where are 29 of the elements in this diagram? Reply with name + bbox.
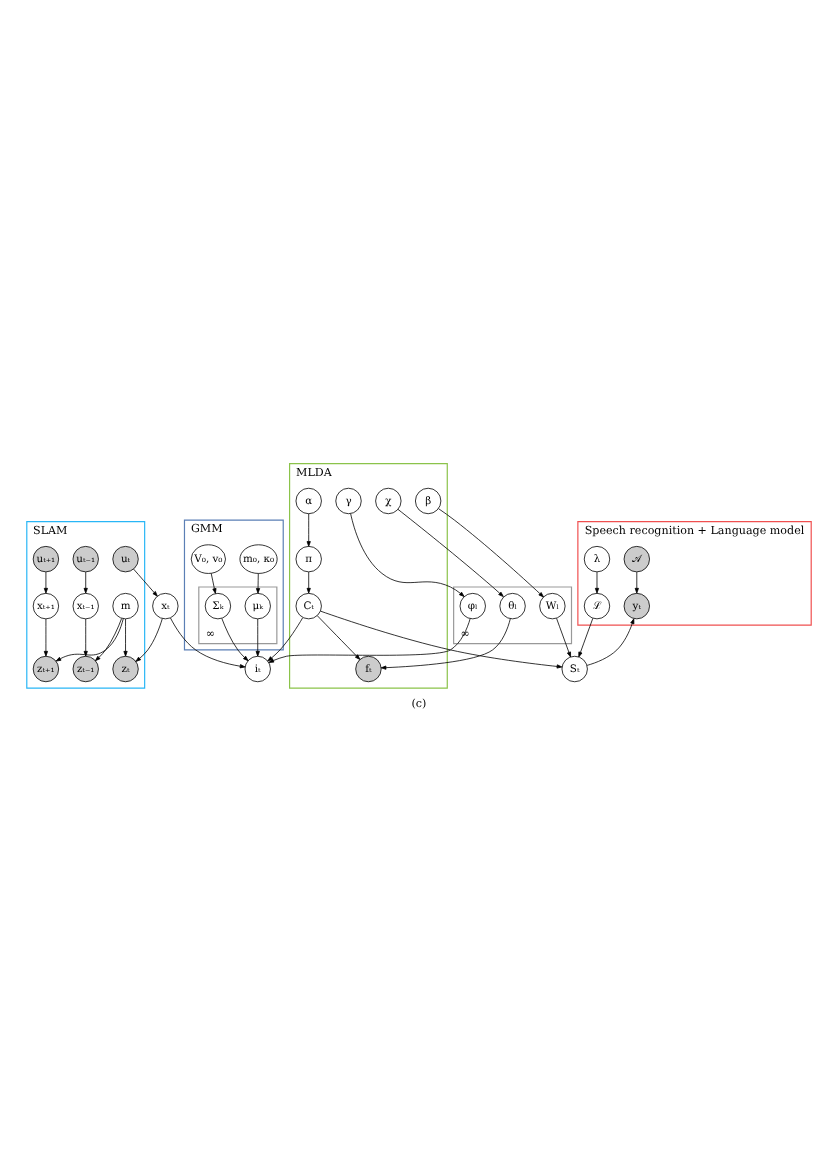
arrow <box>320 610 563 669</box>
arrow <box>221 618 249 662</box>
arrow <box>43 571 48 594</box>
arrow <box>267 617 304 662</box>
arrow <box>210 572 217 594</box>
arrow <box>133 568 158 597</box>
arrow <box>83 618 88 657</box>
arrow <box>255 573 261 594</box>
arrow <box>438 508 544 598</box>
arrow <box>170 617 246 669</box>
arrow <box>55 618 124 662</box>
arrow <box>83 571 88 594</box>
arrow <box>43 618 48 657</box>
arrow <box>123 618 128 657</box>
arrow <box>268 618 471 663</box>
arrow <box>255 618 260 657</box>
arrow <box>316 615 361 660</box>
arrow <box>556 618 571 658</box>
arrow <box>350 513 465 597</box>
arrow <box>594 571 600 594</box>
arrow <box>634 571 639 594</box>
arrow <box>397 508 504 597</box>
arrow <box>586 618 635 666</box>
arrow <box>380 618 511 670</box>
arrow <box>306 571 311 594</box>
arrow <box>306 513 311 547</box>
arrow <box>135 618 163 662</box>
arrow <box>578 618 594 658</box>
arrow <box>95 618 122 662</box>
